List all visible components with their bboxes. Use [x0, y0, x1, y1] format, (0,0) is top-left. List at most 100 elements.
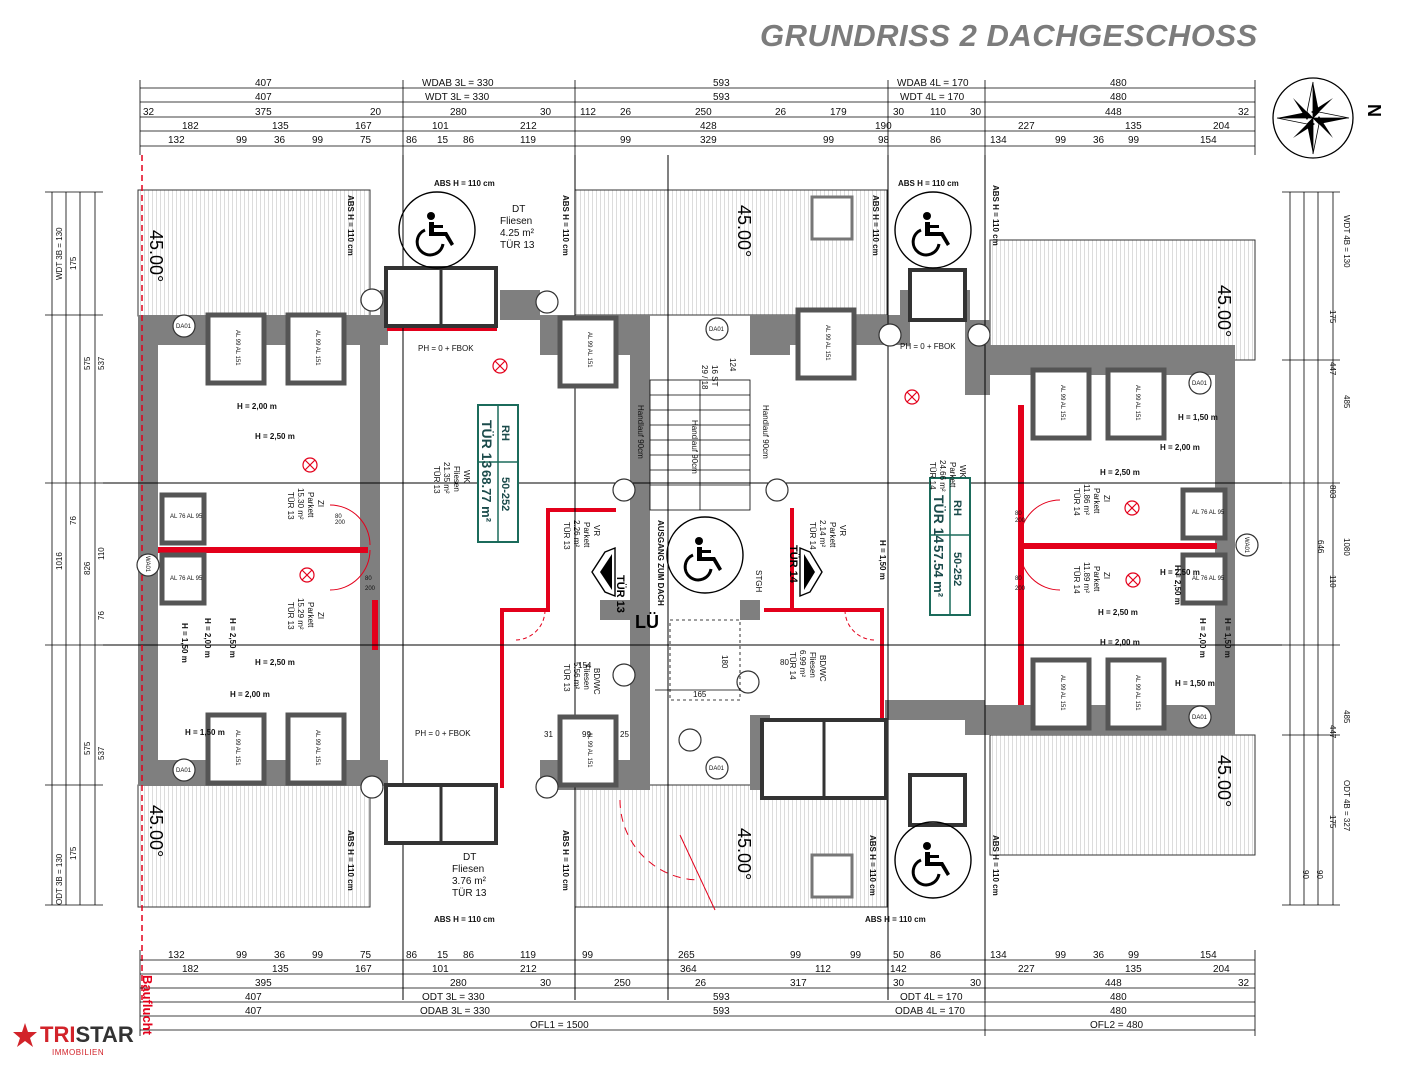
svg-text:75: 75 [360, 950, 372, 961]
svg-text:H = 1,50 m: H = 1,50 m [1175, 679, 1215, 688]
svg-text:Parkett: Parkett [948, 462, 957, 488]
svg-text:DA01: DA01 [176, 324, 192, 330]
dim-top-5: 480 [1110, 78, 1127, 89]
door-swings [329, 499, 1061, 911]
svg-text:480: 480 [1110, 1006, 1127, 1017]
svg-text:26: 26 [695, 978, 707, 989]
svg-text:Fliesen: Fliesen [500, 216, 532, 227]
svg-text:99: 99 [850, 950, 862, 961]
svg-text:6.99 m²: 6.99 m² [798, 650, 807, 677]
room-label-vr-14: VR Parkett 2.14 m² TÜR 14 [808, 520, 847, 550]
svg-text:90: 90 [1315, 870, 1324, 879]
entrance-arrow-tuer13[interactable]: TÜR 13 [591, 546, 627, 613]
svg-text:TÜR 13: TÜR 13 [479, 420, 495, 468]
svg-text:175: 175 [1328, 310, 1337, 324]
svg-text:32: 32 [1238, 978, 1250, 989]
svg-text:AL 76 AL 95: AL 76 AL 95 [170, 514, 203, 520]
svg-text:16 ST: 16 ST [710, 365, 719, 386]
svg-text:H = 1,50 m: H = 1,50 m [185, 728, 225, 737]
svg-text:447: 447 [1328, 725, 1337, 739]
da01-markers [136, 288, 1259, 799]
svg-text:WDT 3B = 130: WDT 3B = 130 [55, 227, 64, 280]
smoke-detector-icon [299, 358, 1141, 588]
svg-text:280: 280 [450, 107, 467, 118]
stair-labels: 16 ST 29 / 18 124 Handlauf 90cm Handlauf… [635, 358, 770, 632]
ph-labels: PH = 0 + FBOK PH = 0 + FBOK PH = 0 + FBO… [415, 342, 956, 738]
svg-text:45.00°: 45.00° [146, 805, 166, 857]
roof-terraces [137, 189, 1256, 908]
logo-text: TRISTAR [40, 1022, 134, 1047]
svg-text:45.00°: 45.00° [1214, 755, 1234, 807]
svg-text:15: 15 [437, 950, 449, 961]
svg-text:142: 142 [890, 964, 907, 975]
dim-top-3: 593 [713, 78, 730, 89]
svg-text:DA01: DA01 [1192, 381, 1208, 387]
svg-text:Parkett: Parkett [306, 492, 315, 518]
svg-text:TÜR 13: TÜR 13 [614, 575, 627, 613]
svg-text:68.77 m²: 68.77 m² [479, 470, 494, 523]
svg-text:Parkett: Parkett [1092, 488, 1101, 514]
svg-text:Handlauf 90cm: Handlauf 90cm [690, 420, 699, 474]
svg-text:200: 200 [335, 520, 346, 526]
svg-text:200: 200 [1015, 518, 1026, 524]
da01-labels: DA01 DA01 DA01 DA01 DA01 DA01 WA01 WA01 [144, 324, 1249, 774]
svg-text:AL 99 AL 151: AL 99 AL 151 [1059, 385, 1065, 421]
svg-text:86: 86 [930, 950, 942, 961]
svg-text:Parkett: Parkett [1092, 566, 1101, 592]
svg-text:99: 99 [1055, 135, 1067, 146]
svg-text:227: 227 [1018, 964, 1035, 975]
room-label-zi-2: ZI Parkett 15.29 m² TÜR 13 [286, 598, 325, 630]
compass-north-label: N [1364, 104, 1384, 117]
svg-text:AL 99 AL 151: AL 99 AL 151 [1134, 675, 1140, 711]
page-title: GRUNDRISS 2 DACHGESCHOSS [760, 18, 1258, 53]
svg-text:AUSGANG ZUM DACH: AUSGANG ZUM DACH [656, 520, 665, 606]
svg-text:H = 2,00 m: H = 2,00 m [1160, 443, 1200, 452]
svg-text:135: 135 [272, 121, 289, 132]
entrance-arrow-tuer14[interactable]: TÜR 14 [787, 545, 823, 598]
dim-top-2: WDAB 3L = 330 [422, 78, 494, 89]
svg-text:99: 99 [620, 135, 632, 146]
svg-text:ZI: ZI [1102, 495, 1111, 502]
svg-text:50: 50 [893, 950, 905, 961]
svg-text:TÜR 13: TÜR 13 [562, 522, 571, 550]
svg-text:375: 375 [255, 107, 272, 118]
svg-text:76: 76 [69, 516, 78, 525]
svg-text:AL 99 AL 151: AL 99 AL 151 [824, 325, 830, 361]
svg-text:TÜR 14: TÜR 14 [808, 522, 817, 550]
svg-text:ABS H = 110 cm: ABS H = 110 cm [346, 195, 355, 256]
svg-text:75: 75 [360, 135, 372, 146]
svg-text:H = 2,50 m: H = 2,50 m [1173, 565, 1182, 605]
svg-text:2.14 m²: 2.14 m² [818, 520, 827, 547]
svg-text:TÜR 14: TÜR 14 [1072, 566, 1081, 594]
svg-text:135: 135 [1125, 121, 1142, 132]
staircase [649, 379, 751, 701]
svg-text:175: 175 [69, 846, 78, 860]
svg-text:317: 317 [790, 978, 807, 989]
dimension-lines-top [139, 80, 1256, 155]
window-labels: AL 99 AL 151 AL 99 AL 151 AL 99 AL 151 A… [170, 325, 1225, 768]
svg-text:99: 99 [1055, 950, 1067, 961]
svg-text:H = 2,00 m: H = 2,00 m [237, 402, 277, 411]
svg-text:480: 480 [1110, 992, 1127, 1003]
svg-text:98: 98 [878, 135, 890, 146]
svg-text:STGH: STGH [754, 570, 763, 592]
svg-text:182: 182 [182, 121, 199, 132]
wheelchair-turning-circles [398, 191, 972, 899]
svg-text:15: 15 [437, 135, 449, 146]
svg-text:364: 364 [680, 964, 697, 975]
svg-text:30: 30 [970, 107, 982, 118]
svg-text:11.86 m²: 11.86 m² [1082, 484, 1091, 515]
svg-text:Fliesen: Fliesen [452, 864, 484, 875]
lue-label: LÜ [635, 612, 659, 632]
svg-text:24.66 m²: 24.66 m² [938, 460, 947, 492]
svg-text:110: 110 [97, 547, 106, 560]
svg-text:826: 826 [83, 561, 92, 575]
svg-text:250: 250 [614, 978, 631, 989]
svg-text:H = 1,50 m: H = 1,50 m [180, 623, 189, 663]
svg-text:H = 2,50 m: H = 2,50 m [255, 658, 295, 667]
svg-text:36: 36 [1093, 950, 1105, 961]
svg-text:H = 2,00 m: H = 2,00 m [1100, 638, 1140, 647]
svg-text:Handlauf 90cm: Handlauf 90cm [761, 405, 770, 459]
svg-text:H = 2,50 m: H = 2,50 m [1160, 568, 1200, 577]
svg-text:WA01: WA01 [1243, 537, 1249, 554]
